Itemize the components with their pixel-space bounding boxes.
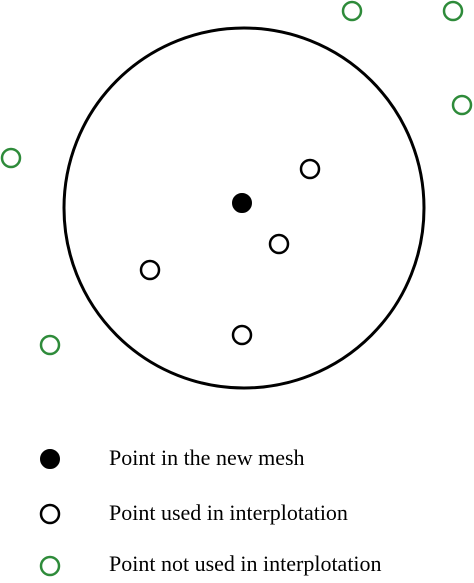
- used-point: [268, 233, 290, 255]
- legend-label-new-mesh: Point in the new mesh: [109, 445, 305, 470]
- used-point: [139, 259, 161, 281]
- legend-label-used: Point used in interplotation: [109, 500, 348, 525]
- new-mesh-point: [232, 193, 252, 213]
- unused-point: [0, 147, 22, 169]
- used-point: [299, 158, 321, 180]
- used-point: [231, 324, 253, 346]
- interpolation-radius-circle: [62, 26, 426, 390]
- legend-item-used: Point used in interplotation: [39, 500, 348, 525]
- legend-marker-hollow-green: [39, 555, 61, 577]
- unused-point: [39, 334, 61, 356]
- unused-point: [442, 0, 464, 22]
- legend-item-new-mesh: Point in the new mesh: [40, 445, 305, 470]
- legend-label-not-used: Point not used in interplotation: [109, 551, 382, 576]
- legend: Point in the new mesh Point used in inte…: [39, 445, 382, 577]
- unused-point: [341, 0, 363, 22]
- legend-marker-hollow-black: [39, 503, 61, 525]
- unused-point: [451, 94, 473, 116]
- legend-marker-filled-black: [40, 449, 60, 469]
- legend-item-not-used: Point not used in interplotation: [39, 551, 382, 577]
